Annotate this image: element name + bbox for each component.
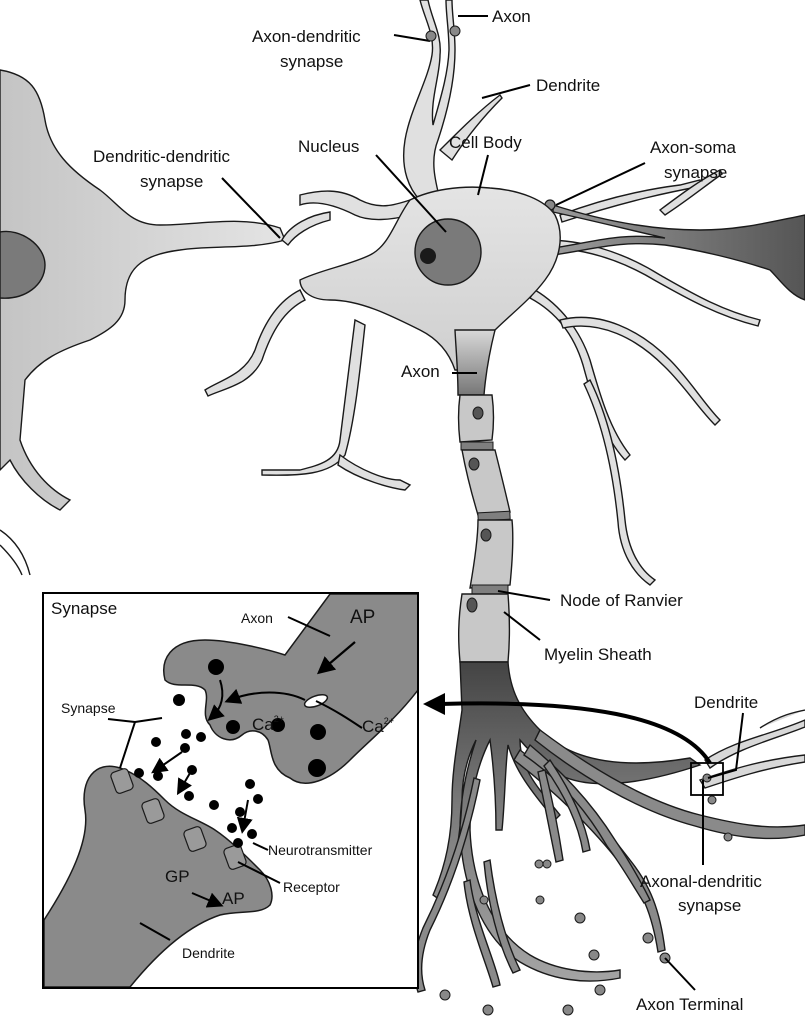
schwann-nucleus (466, 597, 478, 613)
inset-label-axon: Axon (241, 610, 273, 626)
inset-label-gp: GP (165, 867, 190, 886)
terminal-bouton (562, 1004, 574, 1016)
label-axon-soma-synapse-1: Axon-soma (650, 138, 737, 157)
terminal-bouton (588, 949, 600, 961)
inset-label-synapse: Synapse (61, 700, 116, 716)
inset-label-dendrite: Dendrite (182, 945, 235, 961)
label-axon-dendritic-synapse-2: synapse (280, 52, 343, 71)
labels: Axon Axon-dendritic synapse Dendrite Nuc… (93, 7, 762, 1014)
left-neuron (0, 69, 286, 576)
receptor-channel (110, 768, 134, 794)
cell-body (299, 186, 561, 396)
label-axon-terminal: Axon Terminal (636, 995, 743, 1014)
terminal-bouton (482, 1004, 494, 1016)
leader-lines (221, 15, 744, 991)
label-axonal-dendritic-synapse-2: synapse (678, 896, 741, 915)
label-axon-main: Axon (401, 362, 440, 381)
label-axon-dendritic-synapse-1: Axon-dendritic (252, 27, 361, 46)
label-axon-top: Axon (492, 7, 531, 26)
label-nucleus: Nucleus (298, 137, 359, 156)
label-cell-body: Cell Body (449, 133, 522, 152)
schwann-nucleus (472, 406, 484, 420)
terminal-bouton (534, 859, 544, 869)
inset-label-ca-inside: Ca2+ (252, 714, 284, 734)
right-dendrite (690, 709, 805, 842)
label-dendritic-dendritic-synapse-2: synapse (140, 172, 203, 191)
presynaptic-terminal (163, 594, 417, 784)
left-nucleus (0, 230, 46, 299)
postsynaptic-dendrite (44, 765, 273, 987)
label-dendrite-top: Dendrite (536, 76, 600, 95)
myelin-segment (469, 519, 514, 589)
terminal-bouton (439, 989, 451, 1001)
label-axon-soma-synapse-2: synapse (664, 163, 727, 182)
synapse-highlight-box (690, 762, 724, 796)
terminal-bouton (574, 912, 586, 924)
dendrites (204, 0, 761, 586)
zoom-arrow (439, 701, 712, 765)
neurotransmitters (134, 729, 263, 848)
label-dendrite-right: Dendrite (694, 693, 758, 712)
terminal-bouton (535, 895, 545, 905)
axon-hillock (454, 329, 496, 396)
inset-label-ap-top: AP (350, 607, 375, 628)
schwann-nucleus (468, 457, 480, 471)
label-axonal-dendritic-synapse-1: Axonal-dendritic (640, 872, 762, 891)
myelin-segment (457, 593, 511, 663)
myelinated-axon (457, 394, 514, 663)
inset-label-ap-bottom: AP (222, 889, 245, 908)
nucleolus (420, 248, 436, 264)
synapse-inset: Synapse Axon AP Synapse Ca2+ Ca2+ Neurot… (42, 592, 419, 989)
nucleus-shape (414, 218, 482, 286)
terminal-bouton (542, 859, 552, 869)
label-dendritic-dendritic-synapse-1: Dendritic-dendritic (93, 147, 230, 166)
inset-label-receptor: Receptor (283, 879, 340, 895)
receptor-channel (183, 826, 207, 852)
vesicles (173, 659, 326, 777)
zoom-arrow-head (423, 693, 445, 715)
receptor-channel (141, 798, 165, 824)
label-node-of-ranvier: Node of Ranvier (560, 591, 683, 610)
flow-arrows (151, 641, 356, 908)
label-myelin-sheath: Myelin Sheath (544, 645, 652, 664)
terminal-bouton (594, 984, 606, 996)
terminal-bouton (642, 932, 654, 944)
node-of-ranvier-shape (460, 441, 494, 451)
inset-label-ca-outside: Ca2+ (362, 716, 394, 736)
inset-title: Synapse (51, 599, 117, 618)
axon-terminal-tree (413, 661, 805, 1016)
receptors (110, 768, 247, 870)
myelin-segment (461, 449, 511, 516)
inset-label-neurotransmitter: Neurotransmitter (268, 842, 373, 858)
terminal-bouton (479, 895, 489, 905)
schwann-nucleus (480, 528, 492, 542)
